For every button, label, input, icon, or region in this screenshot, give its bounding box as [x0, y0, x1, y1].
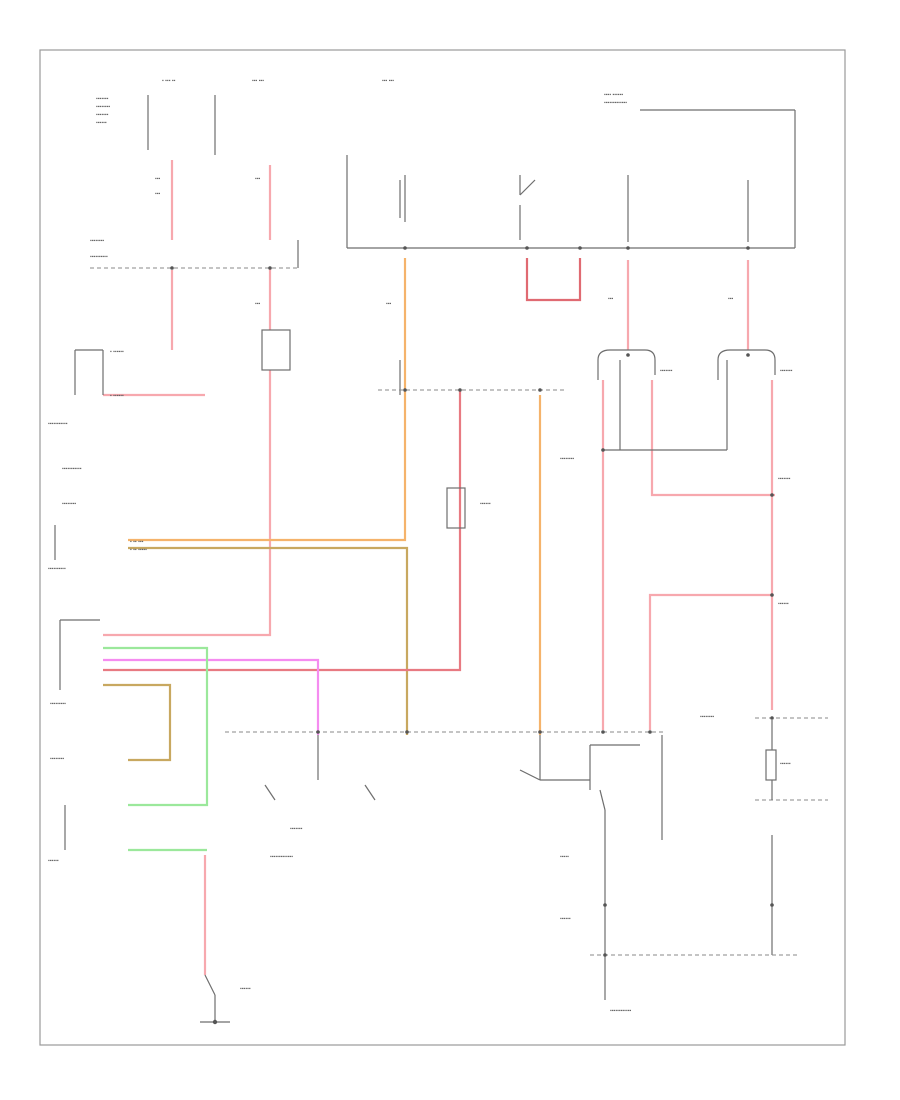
svg-text:▪▪▪▪▪▪▪▪▪▪▪: ▪▪▪▪▪▪▪▪▪▪▪	[62, 466, 82, 472]
svg-text:▪▪▪ ▪▪▪: ▪▪▪ ▪▪▪	[382, 78, 394, 84]
svg-text:▪▪▪▪▪▪▪▪▪▪▪▪▪: ▪▪▪▪▪▪▪▪▪▪▪▪▪	[270, 854, 293, 860]
svg-text:▪▪▪: ▪▪▪	[155, 176, 161, 182]
svg-text:▪▪▪▪▪▪: ▪▪▪▪▪▪	[780, 761, 791, 767]
svg-text:▪▪▪▪▪▪: ▪▪▪▪▪▪	[560, 916, 571, 922]
svg-text:▪▪▪: ▪▪▪	[608, 296, 614, 302]
svg-text:▪ ▪▪▪ ▪▪: ▪ ▪▪▪ ▪▪	[162, 78, 176, 84]
svg-text:▪▪▪▪▪▪: ▪▪▪▪▪▪	[480, 501, 491, 507]
svg-text:▪▪▪▪▪▪▪▪▪: ▪▪▪▪▪▪▪▪▪	[50, 701, 66, 707]
green-wires	[103, 646, 209, 852]
svg-text:▪▪▪▪ ▪▪▪▪▪▪: ▪▪▪▪ ▪▪▪▪▪▪	[604, 92, 623, 98]
svg-text:▪▪▪▪▪▪▪▪: ▪▪▪▪▪▪▪▪	[62, 501, 76, 507]
svg-text:▪▪▪▪▪▪▪: ▪▪▪▪▪▪▪	[96, 112, 109, 118]
svg-text:▪▪▪▪▪▪▪: ▪▪▪▪▪▪▪	[778, 476, 791, 482]
pink-wires	[103, 160, 775, 975]
svg-text:▪▪▪▪▪▪▪: ▪▪▪▪▪▪▪	[290, 826, 303, 832]
relay-switches	[399, 175, 749, 242]
svg-text:▪▪▪▪▪▪▪▪▪▪▪▪: ▪▪▪▪▪▪▪▪▪▪▪▪	[610, 1008, 631, 1014]
red-wire	[103, 390, 462, 672]
svg-text:▪ ▪▪▪▪▪▪: ▪ ▪▪▪▪▪▪	[110, 349, 124, 355]
tan-wires	[103, 546, 409, 762]
svg-text:▪▪▪▪▪▪▪: ▪▪▪▪▪▪▪	[660, 368, 673, 374]
svg-text:▪▪▪▪▪▪▪▪: ▪▪▪▪▪▪▪▪	[50, 756, 64, 762]
svg-text:▪▪▪: ▪▪▪	[255, 301, 261, 307]
svg-text:▪▪▪▪▪▪▪▪: ▪▪▪▪▪▪▪▪	[560, 456, 574, 462]
junction-dots	[170, 246, 774, 1025]
svg-text:▪▪▪▪▪▪▪▪: ▪▪▪▪▪▪▪▪	[96, 104, 110, 110]
svg-text:▪▪▪▪▪▪▪▪▪▪▪: ▪▪▪▪▪▪▪▪▪▪▪	[48, 421, 68, 427]
svg-text:▪▪▪: ▪▪▪	[255, 176, 261, 182]
svg-text:▪ ▪▪▪▪▪▪: ▪ ▪▪▪▪▪▪	[110, 393, 124, 399]
top-fuse-blocks: ▪ ▪▪▪ ▪▪ ▪▪▪▪▪▪▪ ▪▪▪▪▪▪▪▪ ▪▪▪▪▪▪▪ ▪▪▪▪▪▪…	[90, 78, 796, 269]
svg-text:▪▪▪▪▪▪: ▪▪▪▪▪▪	[778, 601, 789, 607]
diagram-frame	[39, 49, 846, 1046]
svg-text:▪▪▪: ▪▪▪	[728, 296, 734, 302]
svg-text:▪▪▪▪▪▪▪: ▪▪▪▪▪▪▪	[96, 96, 109, 102]
svg-text:▪ ▪▪ ▪▪▪▪▪: ▪ ▪▪ ▪▪▪▪▪	[130, 547, 147, 553]
magenta-wire	[103, 658, 320, 735]
svg-text:▪▪▪▪▪▪▪▪▪▪▪▪▪: ▪▪▪▪▪▪▪▪▪▪▪▪▪	[604, 100, 627, 106]
dark-red-loop	[525, 258, 582, 302]
illegible-labels: ▪▪▪ ▪▪▪ ▪▪▪ ▪▪▪ ▪▪▪ ▪▪▪ ▪▪▪ ▪▪▪▪▪▪▪▪ ▪▪▪…	[48, 176, 793, 1014]
orange-wires	[128, 258, 542, 735]
svg-text:▪▪▪▪▪▪▪: ▪▪▪▪▪▪▪	[780, 368, 793, 374]
svg-text:▪▪▪▪▪▪▪▪: ▪▪▪▪▪▪▪▪	[700, 714, 714, 720]
svg-text:▪▪▪▪▪▪: ▪▪▪▪▪▪	[48, 858, 59, 864]
svg-text:▪▪▪▪▪▪: ▪▪▪▪▪▪	[240, 986, 251, 992]
svg-text:▪▪▪▪▪▪▪▪: ▪▪▪▪▪▪▪▪	[90, 238, 104, 244]
svg-text:▪▪▪: ▪▪▪	[155, 191, 161, 197]
svg-text:▪▪▪: ▪▪▪	[386, 301, 392, 307]
svg-text:▪▪▪▪▪▪▪▪▪▪: ▪▪▪▪▪▪▪▪▪▪	[90, 254, 108, 260]
svg-text:▪▪▪▪▪▪▪▪▪▪: ▪▪▪▪▪▪▪▪▪▪	[48, 566, 66, 572]
svg-text:▪▪▪▪▪▪: ▪▪▪▪▪▪	[96, 120, 107, 126]
svg-text:▪▪▪ ▪▪▪: ▪▪▪ ▪▪▪	[252, 78, 264, 84]
component-lines	[54, 329, 828, 1023]
svg-text:▪ ▪▪ ▪▪▪: ▪ ▪▪ ▪▪▪	[130, 539, 144, 545]
svg-text:▪▪▪▪▪: ▪▪▪▪▪	[560, 854, 569, 860]
